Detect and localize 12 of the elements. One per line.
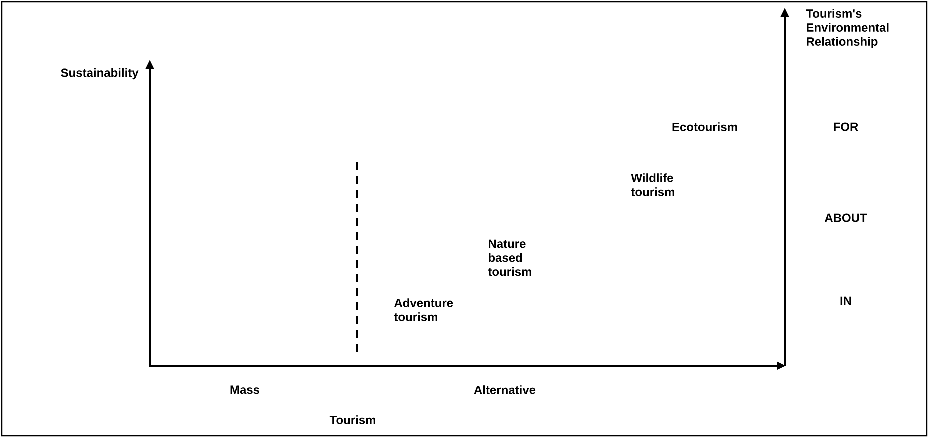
- category-label: Ecotourism: [672, 122, 738, 132]
- category-label: Adventure tourism: [394, 298, 454, 322]
- category-label: Wildlife tourism: [631, 174, 674, 196]
- axis-label: Alternative: [474, 386, 536, 394]
- axis-title: Tourism: [330, 416, 376, 424]
- category-label: Nature based tourism: [488, 240, 532, 276]
- relationship-label: IN: [840, 296, 852, 306]
- relationship-label: ABOUT: [824, 214, 868, 222]
- axis-title: Sustainability: [61, 68, 139, 80]
- axis-title: Tourism's Environmental Relationship: [806, 9, 889, 48]
- axis-label: Mass: [230, 386, 260, 394]
- relationship-label: FOR: [834, 122, 858, 132]
